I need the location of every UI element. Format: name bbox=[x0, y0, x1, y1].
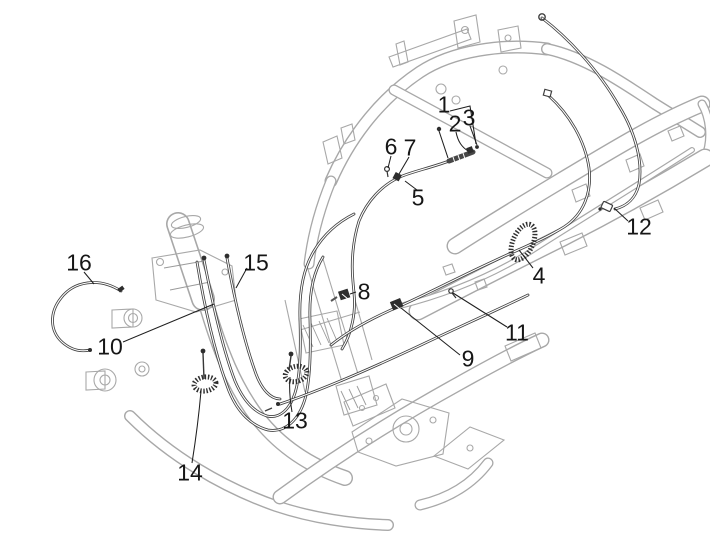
cable-terminals bbox=[88, 13, 614, 412]
floor-frame bbox=[124, 292, 550, 531]
cable-adjuster-assembly bbox=[446, 146, 476, 164]
callout-10: 10 bbox=[97, 333, 123, 360]
clamp-9 bbox=[389, 298, 404, 311]
callout-16: 16 bbox=[66, 249, 92, 276]
callout-13: 13 bbox=[282, 407, 308, 434]
cable-end-stems bbox=[202, 352, 292, 380]
callout-14: 14 bbox=[177, 459, 203, 486]
callout-6: 6 bbox=[384, 133, 398, 160]
callout-15: 15 bbox=[243, 249, 269, 276]
callout-1: 1 bbox=[437, 91, 451, 118]
cable-15-pair bbox=[202, 212, 356, 418]
callout-2: 2 bbox=[448, 110, 462, 137]
cable-12 bbox=[540, 16, 642, 211]
callout-leader-lines bbox=[83, 105, 629, 464]
callout-12: 12 bbox=[626, 213, 652, 240]
swingarm-plate bbox=[343, 383, 506, 470]
callout-8: 8 bbox=[357, 278, 371, 305]
ribbed-ring-4 bbox=[508, 221, 538, 263]
screw-11 bbox=[448, 288, 457, 299]
ribbed-ring-14 bbox=[191, 374, 219, 394]
clamp-8 bbox=[330, 288, 351, 302]
callout-4: 4 bbox=[532, 262, 546, 289]
ribbed-ring-13 bbox=[282, 363, 310, 385]
cable-u-outer bbox=[195, 255, 325, 432]
callout-7: 7 bbox=[403, 134, 417, 161]
rear-frame bbox=[303, 40, 710, 321]
cable-13-lower bbox=[278, 293, 530, 406]
reference-dots bbox=[436, 126, 479, 149]
clip-7 bbox=[392, 171, 402, 182]
cable-16 bbox=[51, 281, 123, 353]
callout-5: 5 bbox=[411, 184, 425, 211]
center-tunnel bbox=[284, 258, 378, 416]
screw-6 bbox=[384, 166, 391, 178]
callout-11: 11 bbox=[505, 319, 529, 346]
cable-throttle bbox=[340, 159, 451, 351]
steering-column bbox=[166, 212, 215, 311]
frame-brackets bbox=[322, 14, 685, 362]
callout-3: 3 bbox=[462, 104, 476, 131]
callout-9: 9 bbox=[461, 345, 475, 372]
